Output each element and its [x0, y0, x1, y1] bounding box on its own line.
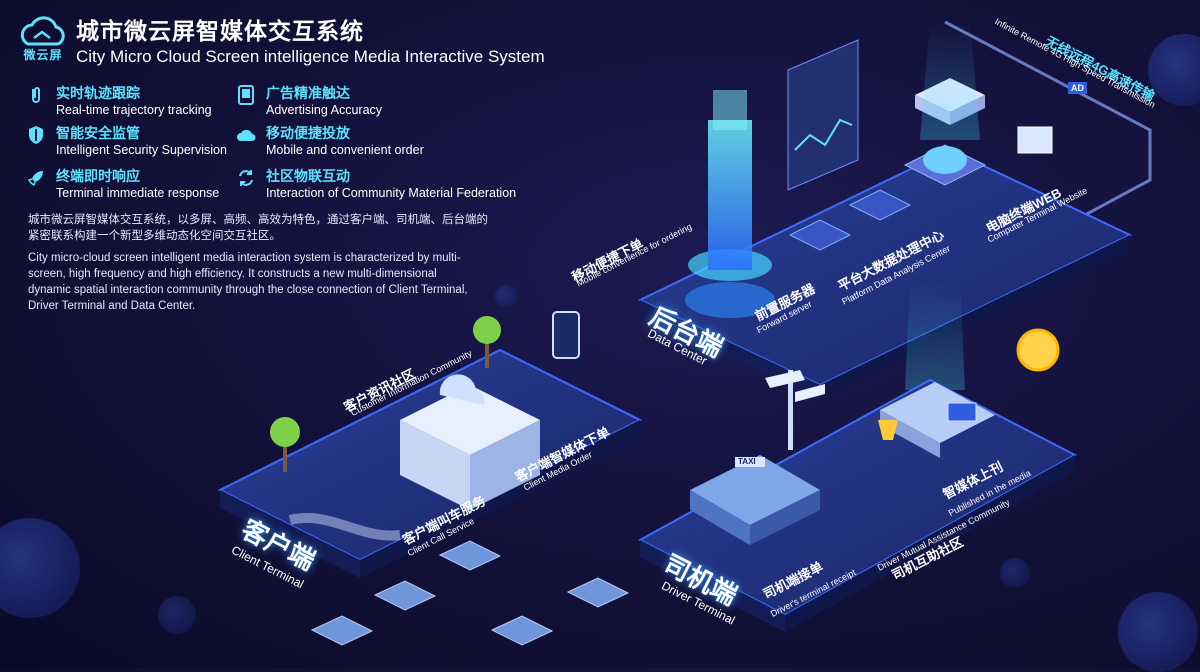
data-center-platform: [637, 148, 1133, 400]
feature-title: 智能安全监管: [56, 125, 140, 141]
feature-title: 移动便捷投放: [266, 125, 350, 141]
taxi-sign: TAXI: [738, 457, 756, 466]
page-subtitle: City Micro Cloud Screen intelligence Med…: [76, 47, 545, 66]
tree: [473, 316, 501, 368]
decorative-circle: [495, 285, 517, 307]
computer-screen: [1017, 126, 1053, 154]
light-beam: [905, 280, 965, 390]
feature-desc: Mobile and convenient order: [266, 143, 424, 157]
phone-device: [552, 311, 580, 359]
rocket-icon: [27, 171, 43, 187]
sign-post: [765, 370, 825, 450]
decorative-circle: [0, 518, 80, 618]
data-tower: [685, 90, 775, 318]
feature-desc: Terminal immediate response: [56, 186, 220, 200]
shop-building: [400, 374, 540, 510]
decorative-circle: [1000, 558, 1030, 588]
cloud-icon: [237, 129, 256, 141]
feature-desc: Advertising Accuracy: [266, 103, 383, 117]
description-cn: 城市微云屏智媒体交互系统，以多屏、高频、高效为特色，通过客户端、司机端、后台端的…: [28, 214, 488, 242]
page-title: 城市微云屏智媒体交互系统: [76, 18, 364, 44]
feature-title: 社区物联互动: [266, 168, 350, 184]
road: [288, 512, 401, 541]
decorative-circle: [1148, 34, 1200, 106]
shield-icon: [29, 126, 43, 144]
taxi-car: [690, 455, 820, 545]
feature-desc: Real-time trajectory tracking: [56, 103, 212, 117]
feature-desc: Interaction of Community Material Federa…: [266, 186, 517, 200]
logo-text: 微云屏: [23, 48, 63, 62]
dashboard-panel: [787, 39, 859, 191]
feature-title: 广告精准触达: [266, 85, 350, 101]
driver-platform: [637, 378, 1078, 632]
feature-title: 实时轨迹跟踪: [56, 85, 140, 101]
feature-desc: Intelligent Security Supervision: [56, 143, 227, 157]
description-en: City micro-cloud screen intelligent medi…: [28, 252, 468, 312]
ad-badge: AD: [1068, 82, 1087, 94]
decorative-circle: [1118, 592, 1198, 672]
cloud-logo-icon: [20, 16, 65, 46]
decorative-circle: [158, 596, 196, 634]
paperclip-icon: [32, 87, 40, 103]
sun-badge-icon: [1016, 328, 1060, 372]
feature-title: 终端即时响应: [56, 168, 140, 184]
small-taxi: [310, 540, 630, 646]
light-beam: [920, 20, 980, 140]
tablet-icon: [238, 85, 254, 105]
refresh-icon: [239, 170, 253, 186]
trophy-icon: [878, 420, 898, 440]
tree: [270, 417, 300, 472]
